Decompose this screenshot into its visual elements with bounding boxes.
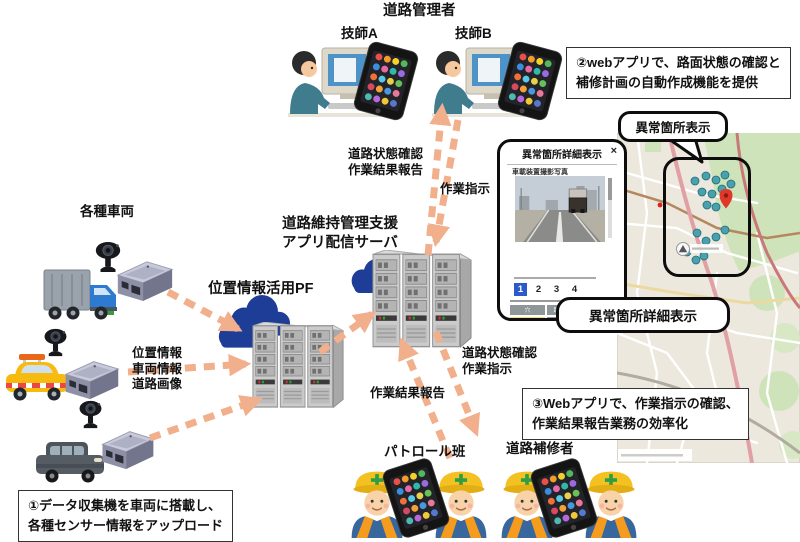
anomaly-type-button[interactable]: 穴 (510, 305, 545, 315)
flow-order-top-label: 作業指示 (440, 182, 491, 196)
flow-upload-line1: 位置情報 (132, 346, 183, 360)
pf-label: 位置情報活用PF (208, 281, 314, 297)
engineer-b-label: 技師B (455, 26, 492, 41)
anomaly-display-bubble-text: 異常箇所表示 (635, 121, 711, 135)
road-photo (515, 176, 605, 242)
anomaly-display-bubble: 異常箇所表示 (618, 111, 728, 142)
note-box-2-line2: 補修計画の自動作成機能を提供 (576, 75, 759, 91)
note-box-3-line2: 作業結果報告業務の効率化 (532, 416, 689, 432)
popup-photo-label: 車載装置撮影写真 (512, 169, 568, 176)
app-server-label-line1: 道路維持管理支援 (282, 216, 398, 232)
note-box-1-line1: ①データ収集機を車両に搭載し、 (28, 498, 222, 513)
map-red-dot (657, 202, 663, 208)
arrow-truck-to-pf (166, 288, 243, 333)
flow-order-right: 作業指示 (462, 362, 513, 376)
page-button-1[interactable]: 1 (514, 283, 527, 296)
close-icon[interactable]: × (610, 145, 617, 157)
photo-scrollbar[interactable] (608, 178, 612, 238)
anomaly-detail-bubble-text: 異常箇所詳細表示 (589, 309, 697, 324)
note-box-3-line1: ③Webアプリで、作業指示の確認、 (532, 396, 739, 411)
note-box-1-line2: 各種センサー情報をアップロード (28, 518, 224, 534)
arrow-workers-to-server (398, 337, 454, 460)
arrow-patrolcar-to-pf (127, 353, 252, 377)
app-server-label: 道路維持管理支援 アプリ配信サーバ (282, 215, 398, 253)
flow-status-check-top: 道路状態確認 (348, 147, 424, 161)
road-manager-title: 道路管理者 (383, 3, 456, 19)
note-box-3: ③Webアプリで、作業指示の確認、 作業結果報告業務の効率化 (522, 388, 749, 441)
popup-small-text-line (510, 300, 606, 302)
popup-title: 異常箇所詳細表示 (522, 150, 602, 161)
note-box-1: ①データ収集機を車両に搭載し、 各種センサー情報をアップロード (18, 490, 234, 542)
engineer-a-label: 技師A (341, 26, 378, 41)
patrol-team-label: パトロール班 (384, 444, 466, 459)
repairers-label: 道路補修者 (506, 441, 574, 456)
flow-status-report-label: 道路状態確認 作業結果報告 (348, 146, 423, 178)
flow-status-order-label: 道路状態確認 作業指示 (462, 345, 537, 377)
vehicles-label: 各種車両 (80, 204, 134, 219)
app-server-label-line2: アプリ配信サーバ (282, 235, 398, 251)
flow-upload-line2: 車両情報 (132, 361, 183, 376)
popup-pagination: 1 2 3 4 (514, 283, 581, 296)
flow-work-result-top: 作業結果報告 (348, 163, 424, 177)
anomaly-type-button-selected[interactable]: 直営補修対応 (510, 317, 545, 318)
arrow-pf-to-server (317, 310, 377, 355)
page-button-3[interactable]: 3 (550, 283, 563, 296)
page-button-2[interactable]: 2 (532, 283, 545, 296)
note-box-2: ②webアプリで、路面状態の確認と 補修計画の自動作成機能を提供 (566, 47, 791, 100)
flow-upload-line3: 道路画像 (132, 377, 183, 391)
photo-caption-line (514, 277, 596, 279)
popup-divider (507, 164, 617, 165)
anomaly-detail-bubble: 異常箇所詳細表示 (556, 297, 730, 333)
flow-work-result-label: 作業結果報告 (370, 386, 446, 400)
arrow-managers-to-server (428, 119, 462, 248)
map-red-pin (719, 189, 733, 209)
arrow-suv-to-pf (148, 395, 263, 442)
map-anomaly-markers (682, 170, 736, 265)
note-box-2-line1: ②webアプリで、路面状態の確認と (576, 55, 781, 70)
page-button-4[interactable]: 4 (568, 283, 581, 296)
map-anomaly-highlight-ring (663, 157, 751, 277)
anomaly-detail-popup: 異常箇所詳細表示 × 車載装置撮影写真 1 2 3 4 穴 路面下り 縁断損傷 … (497, 139, 627, 321)
flow-upload-label: 位置情報 車両情報 道路画像 (132, 346, 182, 393)
flow-status-check-right: 道路状態確認 (462, 346, 538, 360)
